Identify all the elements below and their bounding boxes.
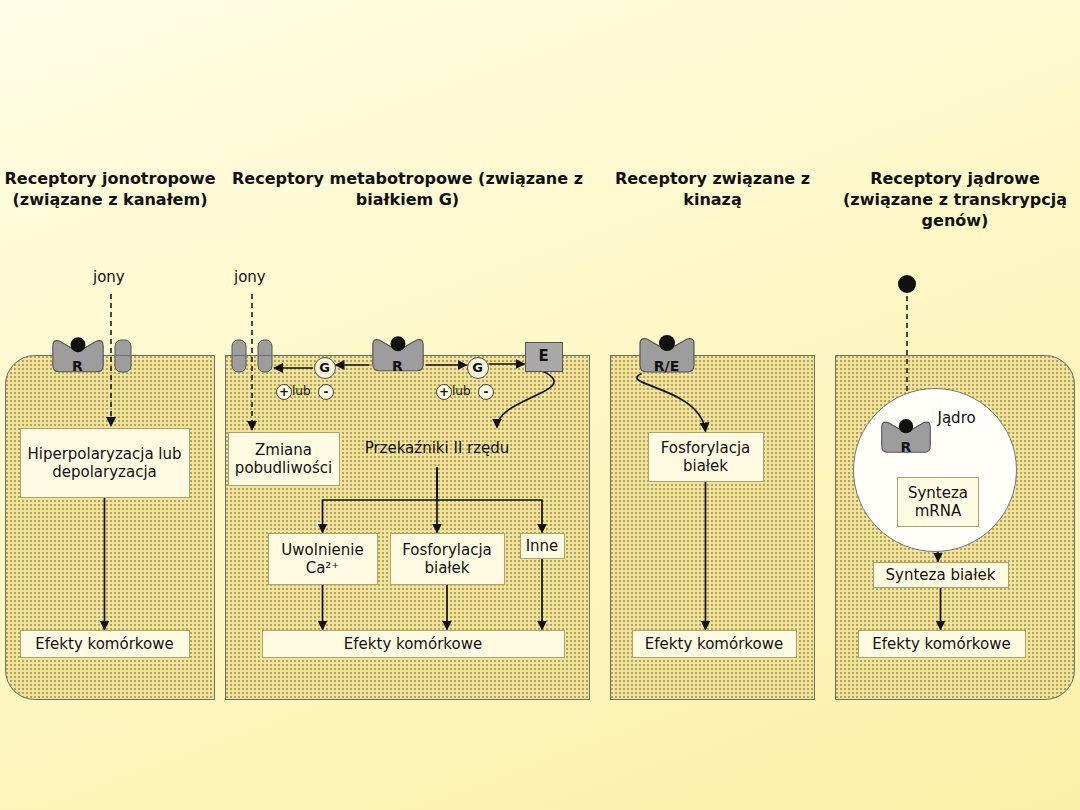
receptor: R [370, 334, 426, 374]
panel-heading: Receptory jonotropowe (związane z kanałe… [0, 169, 226, 211]
node-text: Fosforylacja białek [396, 541, 499, 577]
node-text: R [370, 359, 426, 373]
annotation-label: lub [292, 383, 311, 399]
node-text: R [879, 440, 933, 454]
sign-symbol: + [436, 384, 452, 400]
node-text: Efekty komórkowe [645, 635, 783, 653]
connector-arrow [541, 559, 543, 630]
connector-arrow [637, 374, 706, 432]
node-text: R/E [634, 359, 700, 373]
connector-arrow [446, 585, 448, 630]
connector-arrow [940, 588, 942, 630]
node-text: Efekty komórkowe [344, 635, 482, 653]
node-text: Uwolnienie Ca²⁺ [274, 541, 372, 577]
node-text: E [538, 349, 548, 364]
connector-arrow [705, 482, 707, 630]
node-text: Inne [526, 537, 559, 555]
receptor: R [879, 417, 933, 455]
process-box: Efekty komórkowe [20, 630, 190, 658]
node-text: Hiperpolaryzacja lub depolaryzacja [26, 445, 184, 481]
text-node: Przekaźniki II rzędu [345, 428, 530, 468]
node-text: Fosforylacja białek [654, 439, 758, 475]
cell-panel: Receptory związane z kinaząR/EFosforylac… [610, 355, 815, 700]
node-text: G [472, 361, 483, 374]
sign-symbol: + [276, 384, 292, 400]
panel-heading: Receptory jądrowe (związane z transkrypc… [824, 169, 1080, 231]
connector-arrow [322, 585, 324, 630]
node-text: Synteza białek [886, 566, 996, 584]
g-to-channel-arrow [274, 367, 313, 369]
cell-panel: Receptory jonotropowe (związane z kanałe… [5, 355, 215, 700]
nucleus-circle: JądroR Synteza mRNA [853, 388, 1017, 552]
process-box: Zmiana pobudliwości [228, 432, 340, 486]
connector-arrow [497, 372, 554, 428]
sign-symbol: - [478, 384, 494, 400]
node-text: G [319, 361, 330, 374]
g-protein-circle: G [467, 357, 489, 379]
process-box: Synteza mRNA [897, 477, 979, 527]
cell-panel: Receptory metabotropowe (związane z biał… [225, 355, 590, 700]
connector-arrow [437, 468, 542, 533]
ion-flow-arrow [251, 294, 253, 430]
ion-flow-arrow [110, 294, 112, 426]
process-box: Efekty komórkowe [858, 630, 1026, 658]
ligand-dot [898, 275, 916, 293]
node-text: R [50, 359, 106, 373]
cell-panel: Receptory jądrowe (związane z transkrypc… [835, 355, 1075, 700]
connector-arrow [323, 468, 438, 533]
ion-channel [232, 340, 246, 372]
process-box: Inne [520, 533, 565, 559]
ion-channel [258, 340, 272, 372]
panel-heading: Receptory związane z kinazą [599, 169, 826, 211]
annotation-label: jony [234, 268, 266, 286]
receptor: R/E [634, 334, 700, 374]
node-text: Zmiana pobudliwości [234, 441, 334, 477]
receptor: R [50, 336, 106, 374]
nucleus-label: Jądro [938, 409, 976, 427]
g-protein-circle: G [314, 357, 336, 379]
connector-arrow [336, 364, 370, 366]
process-box: Efekty komórkowe [632, 630, 797, 658]
process-box: Hiperpolaryzacja lub depolaryzacja [20, 428, 190, 498]
ion-channel [115, 340, 131, 372]
node-text: Efekty komórkowe [872, 635, 1010, 653]
process-box: Synteza białek [873, 562, 1009, 588]
process-box: Efekty komórkowe [262, 630, 565, 658]
panel-heading: Receptory metabotropowe (związane z biał… [214, 169, 601, 211]
annotation-label: lub [452, 383, 471, 399]
node-text: Synteza mRNA [903, 484, 973, 520]
annotation-label: jony [93, 268, 125, 286]
node-text: Przekaźniki II rzędu [365, 439, 510, 457]
connector-arrow [426, 364, 467, 366]
sign-symbol: - [318, 384, 334, 400]
connector-arrow [489, 363, 525, 365]
node-text: Efekty komórkowe [35, 635, 173, 653]
process-box: Fosforylacja białek [648, 432, 764, 482]
effector-box: E [525, 342, 563, 372]
process-box: Uwolnienie Ca²⁺ [268, 533, 378, 585]
process-box: Fosforylacja białek [390, 533, 505, 585]
connector-arrow [104, 498, 106, 630]
